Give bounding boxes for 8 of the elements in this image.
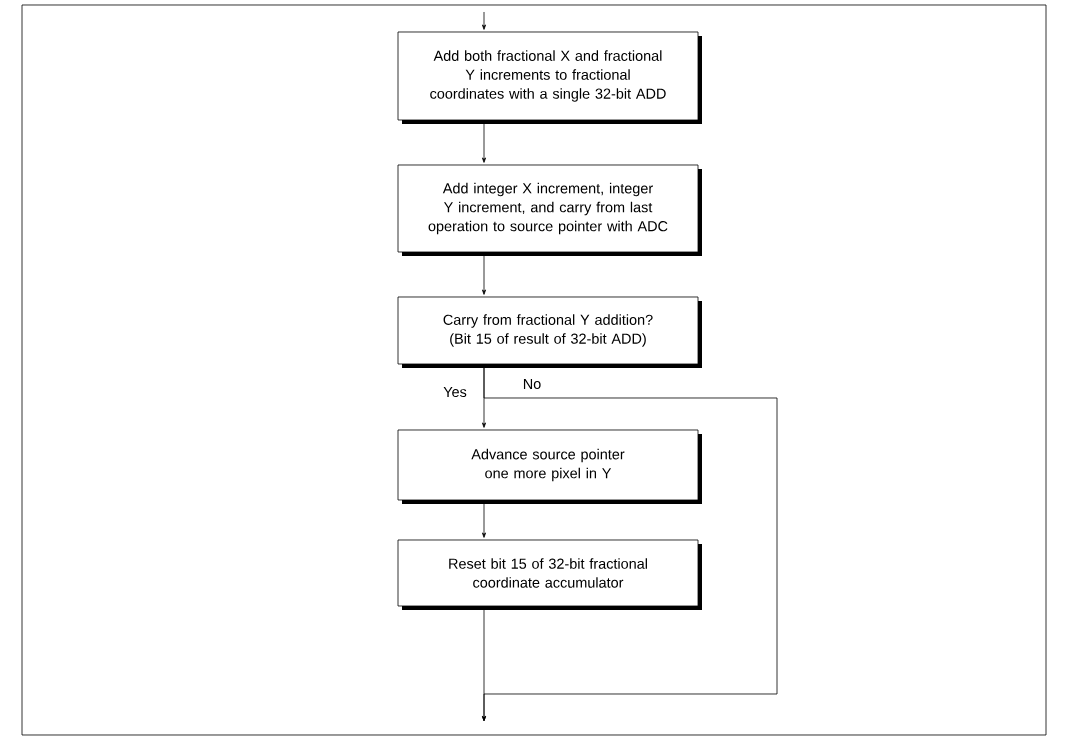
edge-label: Yes [442, 385, 468, 399]
process-box: Add both fractional X and fractional Y increments to fractional coordinates with a single 32-bit ADD [397, 31, 702, 124]
process-box: Carry from fractional Y addition? (Bit 15 of result of 32-bit ADD) [397, 296, 702, 368]
process-box: Add integer X increment, integer Y increment, and carry from last operation to source pointer with ADC [397, 164, 702, 256]
arrow [482, 11, 486, 30]
edge-label: No [521, 377, 543, 391]
process-box: Advance source pointer one more pixel in Y [397, 429, 702, 504]
process-box: Reset bit 15 of 32-bit fractional coordinate accumulator [397, 539, 702, 610]
